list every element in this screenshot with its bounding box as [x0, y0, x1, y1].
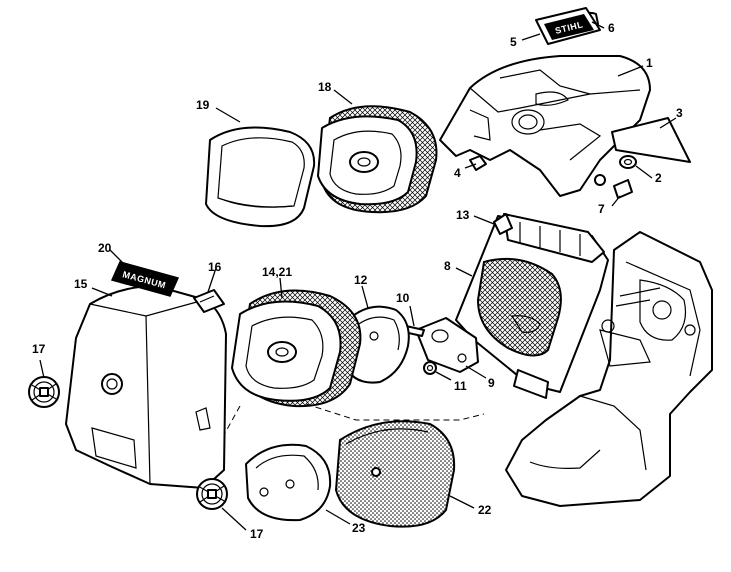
- part-4-nut: [469, 155, 487, 171]
- part-16-clip: [193, 289, 225, 313]
- callout-2: 2: [655, 171, 662, 185]
- part-17-knob-upper: [28, 376, 60, 408]
- callout-17-upper: 17: [32, 342, 46, 356]
- callout-6: 6: [608, 21, 615, 35]
- part-5-stihl-plate: STIHL: [535, 7, 601, 45]
- shroud-post: [594, 174, 606, 186]
- callout-17-lower: 17: [250, 527, 264, 541]
- part-12-prefilter: [343, 305, 410, 384]
- part-13-tab: [493, 213, 513, 235]
- callout-1: 1: [646, 56, 653, 70]
- callout-10: 10: [396, 291, 410, 305]
- callout-12: 12: [354, 273, 368, 287]
- callout-13: 13: [456, 208, 470, 222]
- callout-labels: 1 2 3 4 5 6 7 8 9 10 11 12 13 14,21 15 1…: [32, 21, 683, 541]
- callout-15: 15: [74, 277, 88, 291]
- part-20-magnum-badge: MAGNUM: [110, 261, 180, 297]
- part-7-screw-top: [613, 179, 633, 199]
- part-15-filter-cover: [65, 285, 227, 489]
- part-18-upper-filter: [317, 105, 438, 214]
- part-22-foam-filter: [334, 420, 456, 528]
- part-8-filter-base: [455, 213, 609, 399]
- part-23-gasket: [245, 443, 332, 522]
- callout-9: 9: [488, 376, 495, 390]
- callout-4: 4: [454, 166, 461, 180]
- part-14-21-main-filter: [231, 289, 362, 408]
- callout-18: 18: [318, 80, 332, 94]
- part-2-sleeve: [619, 155, 637, 169]
- callout-20: 20: [98, 241, 112, 255]
- part-19-filter-band: [205, 126, 316, 228]
- callout-7-top: 7: [598, 202, 605, 216]
- leader-lines: [39, 21, 677, 531]
- callout-3: 3: [676, 106, 683, 120]
- engine-housing: [505, 231, 713, 507]
- part-1-top-shroud: [439, 55, 651, 197]
- callout-14-21: 14,21: [262, 265, 292, 279]
- callout-8: 8: [444, 259, 451, 273]
- part-9-adapter: [415, 317, 479, 373]
- callout-16: 16: [208, 260, 222, 274]
- callout-11: 11: [454, 379, 467, 393]
- part-17-knob-lower: [196, 478, 228, 510]
- callout-5: 5: [510, 35, 517, 49]
- callout-22: 22: [478, 503, 492, 517]
- callout-19: 19: [196, 98, 210, 112]
- part-3-side-flap: [611, 117, 691, 163]
- callout-23: 23: [352, 521, 366, 535]
- part-11-nut: [423, 361, 437, 375]
- alignment-guide-lower: [305, 403, 485, 421]
